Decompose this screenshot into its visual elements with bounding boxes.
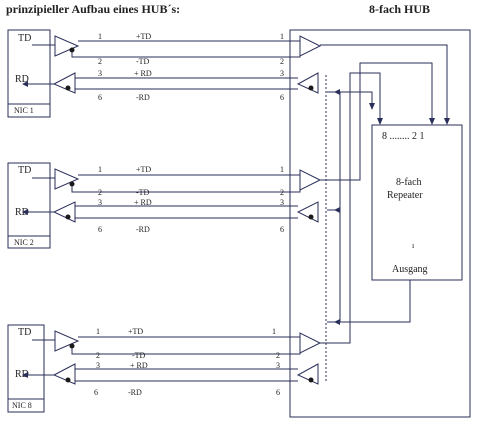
signal-label: -RD xyxy=(136,93,150,102)
td-driver-triangle xyxy=(54,330,80,352)
repeater-title-line1: 8-fach xyxy=(396,177,422,188)
signal-label: -TD xyxy=(136,57,150,66)
pin-number: 2 xyxy=(276,351,280,360)
signal-label: +TD xyxy=(128,327,143,336)
repeater-output-bus xyxy=(327,89,411,325)
nic-rd-label: RD xyxy=(15,369,29,380)
td-driver-triangle xyxy=(54,168,80,190)
pin-number: 6 xyxy=(98,93,102,102)
nic-box xyxy=(7,324,45,413)
nic-rd-label: RD xyxy=(15,74,29,85)
pin-number: 3 xyxy=(98,69,102,78)
pin-number: 2 xyxy=(280,57,284,66)
hub-tx-triangle xyxy=(296,363,319,385)
pin-number: 6 xyxy=(98,225,102,234)
hub-enclosure xyxy=(289,29,471,418)
repeater-box xyxy=(371,124,463,281)
pin-number: 1 xyxy=(280,165,284,174)
pin-number: 1 xyxy=(280,32,284,41)
nic-group-8: NIC 8 TD RD 1 +TD 2 -TD 3 + RD 6 -RD 1 2… xyxy=(7,324,322,413)
rd-receiver-triangle xyxy=(52,363,76,385)
nic-td-label: TD xyxy=(18,33,31,44)
signal-label: +TD xyxy=(136,32,151,41)
pin-number: 2 xyxy=(96,351,100,360)
repeater-title-line2: Repeater xyxy=(387,190,423,201)
pin-number: 3 xyxy=(276,361,280,370)
pin-number: 3 xyxy=(98,198,102,207)
pin-number: 2 xyxy=(280,188,284,197)
pin-number: 1 xyxy=(98,32,102,41)
nic-td-label: TD xyxy=(18,165,31,176)
signal-label: + RD xyxy=(134,69,152,78)
nic-group-1: NIC 1 TD RD 1 +TD 2 -TD 3 + RD 6 -RD 1 2… xyxy=(7,29,322,118)
repeater-input-bus xyxy=(320,44,450,344)
rd-receiver-triangle xyxy=(52,201,76,223)
hub-rx-triangle xyxy=(299,332,322,354)
hub-title: 8-fach HUB xyxy=(369,2,430,16)
diagram-title: prinzipieller Aufbau eines HUB´s: xyxy=(6,2,180,16)
repeater-mark: ı xyxy=(412,241,415,250)
pin-number: 2 xyxy=(98,57,102,66)
repeater-inputs-label: 8 ........ 2 1 xyxy=(382,131,425,142)
nic-td-label: TD xyxy=(18,327,31,338)
pin-number: 1 xyxy=(96,327,100,336)
rd-receiver-triangle xyxy=(52,72,76,94)
pin-number: 2 xyxy=(98,188,102,197)
signal-label: -TD xyxy=(136,188,150,197)
signal-label: -RD xyxy=(136,225,150,234)
nic-rd-label: RD xyxy=(15,207,29,218)
repeater-block: 8 ........ 2 1 8-fach Repeater ı Ausgang xyxy=(371,124,463,281)
pin-number: 6 xyxy=(276,388,280,397)
pin-number: 3 xyxy=(96,361,100,370)
pin-number: 6 xyxy=(280,225,284,234)
nic-name: NIC 8 xyxy=(12,401,32,410)
nic-name: NIC 1 xyxy=(14,106,34,115)
pin-number: 3 xyxy=(280,69,284,78)
signal-label: + RD xyxy=(134,198,152,207)
signal-label: -TD xyxy=(132,351,146,360)
pin-number: 6 xyxy=(280,93,284,102)
signal-label: + RD xyxy=(130,361,148,370)
hub-rx-triangle xyxy=(299,169,322,191)
nic-box xyxy=(7,29,51,118)
pin-number: 3 xyxy=(280,198,284,207)
pin-number: 1 xyxy=(98,165,102,174)
pin-number: 6 xyxy=(94,388,98,397)
repeater-output-label: Ausgang xyxy=(392,264,428,275)
nic-group-2: NIC 2 TD RD 1 +TD 2 -TD 3 + RD 6 -RD 1 2… xyxy=(7,162,322,249)
hub-rx-triangle xyxy=(299,35,322,57)
hub-tx-triangle xyxy=(296,72,319,94)
signal-label: -RD xyxy=(128,388,142,397)
nic-box xyxy=(7,162,51,249)
signal-label: +TD xyxy=(136,165,151,174)
hub-tx-triangle xyxy=(296,201,319,223)
nic-name: NIC 2 xyxy=(14,238,34,247)
pin-number: 1 xyxy=(272,327,276,336)
td-driver-triangle xyxy=(54,35,80,57)
